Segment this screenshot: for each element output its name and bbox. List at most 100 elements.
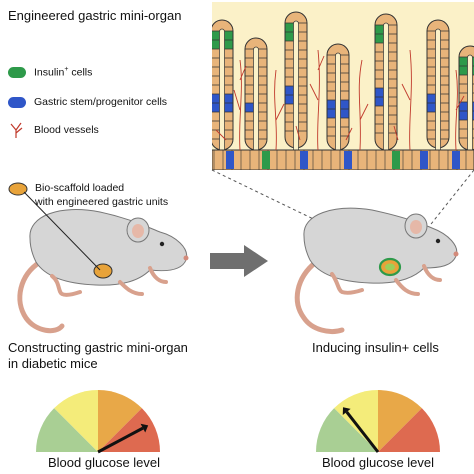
gauge-needle [345, 411, 380, 453]
gland-cell [296, 32, 307, 41]
gland-cell [375, 88, 386, 97]
legend-item-insulin: Insulin+ cells [8, 66, 92, 79]
gauge-zone-2 [98, 390, 142, 452]
mouse-left-eye [159, 241, 165, 247]
gland-cell [386, 34, 397, 43]
insulin-cell-swatch [8, 66, 26, 78]
mouse-right-nose [453, 251, 459, 257]
gland-cell [285, 32, 296, 41]
gland-cell [222, 40, 233, 49]
blood-vessel-path [455, 69, 465, 151]
mouse-left-tail [17, 259, 65, 334]
caption-left-line2: in diabetic mice [8, 356, 98, 371]
basal-epithelium [212, 149, 474, 170]
legend-item-vessels: Blood vessels [8, 122, 99, 138]
gland-cell [296, 95, 307, 104]
stem-cell-swatch [8, 96, 26, 108]
caption-right: Inducing insulin+ cells [312, 340, 439, 355]
blood-vessel-path [215, 125, 399, 141]
gauge-zone-3 [378, 408, 440, 452]
mouse-left-nose [183, 255, 189, 261]
mouse-left-foreleg [118, 280, 144, 296]
transition-arrow [210, 245, 268, 277]
gland-cell [212, 94, 222, 103]
gland-cell [338, 100, 349, 109]
gastric-tissue-panel [212, 2, 474, 170]
basal-colored-cell [452, 151, 460, 169]
legend-sup-insulin: + [64, 66, 69, 73]
gland-lumen [435, 28, 441, 168]
gland-cell [375, 25, 386, 34]
gland-cell [222, 103, 233, 112]
gauge-needle-head [342, 407, 351, 416]
gland-cell [222, 31, 233, 40]
gland-cell [375, 97, 386, 106]
caption-left: Constructing gastric mini-organ in diabe… [8, 340, 188, 372]
gland-cell [459, 66, 470, 75]
blood-vessels [215, 49, 465, 151]
gland-lumen [293, 20, 299, 168]
basal-colored-cell [226, 151, 234, 169]
mouse-left-implant [93, 263, 113, 279]
gland-cell [327, 100, 338, 109]
gland-cell [386, 88, 397, 97]
bioscaffold-swatch [8, 182, 28, 196]
bioscaffold-pointer [23, 191, 101, 271]
gland-lumen [219, 28, 225, 170]
blood-vessel-icon [10, 122, 23, 138]
gland-cell [438, 94, 449, 103]
gauge-right-label: Blood glucose level [322, 455, 435, 470]
basal-colored-cell [300, 151, 308, 169]
basal-colored-cell [420, 151, 428, 169]
blood-vessel-path [233, 59, 247, 151]
gland-cell [427, 94, 438, 103]
gland-cell [327, 109, 338, 118]
zoom-line-right [403, 169, 474, 259]
legend-label-insulin-rest: cells [68, 66, 93, 79]
mouse-right-foreleg [394, 278, 420, 296]
blood-vessel-path [309, 49, 325, 151]
mouse-left-hindleg [50, 274, 82, 297]
gland-cell [285, 86, 296, 95]
gland-lumen [383, 22, 389, 170]
gland-cell [245, 103, 256, 112]
mouse-right-implant-insulin [385, 263, 395, 271]
gland-cell [427, 103, 438, 112]
basal-colored-cell [392, 151, 400, 169]
gauge-zone-2 [378, 390, 422, 452]
mouse-right-body [303, 207, 458, 284]
mouse-right-eye [435, 238, 441, 244]
gland-cell [285, 95, 296, 104]
gland-cell [459, 111, 470, 120]
legend-item-stem: Gastric stem/progenitor cells [8, 96, 167, 108]
legend-label-stem: Gastric stem/progenitor cells [34, 96, 168, 108]
gland-cell [438, 103, 449, 112]
mouse-left [17, 209, 189, 334]
gland-cell [375, 34, 386, 43]
gland-cell [386, 25, 397, 34]
basal-colored-cell [344, 151, 352, 169]
blood-vessel-path [358, 59, 369, 151]
mouse-left-frontpaw [148, 266, 168, 284]
blood-vessel-path [274, 69, 285, 151]
gland-cell [296, 86, 307, 95]
figure-title: Engineered gastric mini-organ [8, 8, 182, 23]
bioscaffold-label: Bio-scaffold loaded with engineered gast… [35, 181, 168, 209]
mouse-left-ear-inner [132, 224, 144, 238]
mouse-right-frontpaw [422, 264, 442, 282]
mouse-right-tail [294, 259, 345, 334]
mouse-right-ear-inner [410, 220, 422, 234]
gauge-needle [97, 426, 144, 454]
gland-cell [459, 102, 470, 111]
blood-vessel-path [401, 49, 412, 151]
gland-cell [212, 40, 222, 49]
gauge-zone-0 [316, 408, 378, 452]
gauge-left-label: Blood glucose level [48, 455, 161, 470]
glucose-gauge-right [316, 390, 440, 453]
gland-cell [212, 103, 222, 112]
gland-cell [386, 97, 397, 106]
caption-left-line1: Constructing gastric mini-organ [8, 340, 188, 355]
gland-cell [222, 94, 233, 103]
mouse-right [294, 207, 459, 334]
